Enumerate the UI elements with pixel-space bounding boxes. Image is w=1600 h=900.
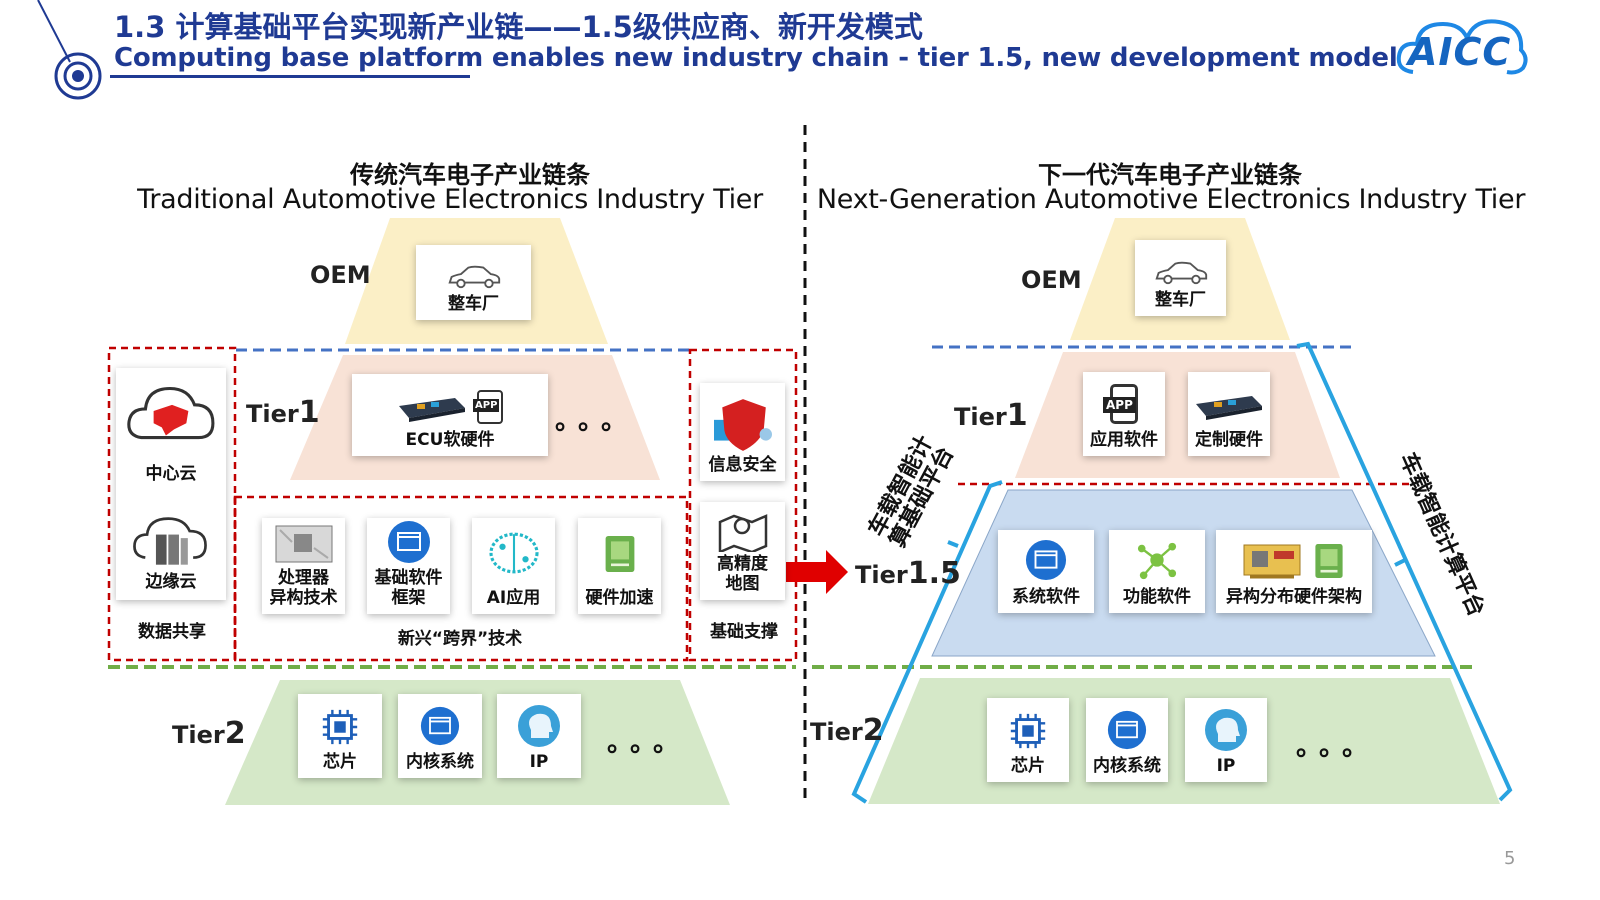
hd-map-label: 高精度 地图 [717, 554, 768, 594]
cross-item-hw-accel: 硬件加速 [578, 518, 661, 614]
edge-cloud-label: 边缘云 [145, 572, 197, 592]
hd-map-card: 高精度 地图 [700, 502, 785, 600]
left-tier2-chip: 芯片 [298, 694, 382, 778]
right-tier1-label: Tier1 [954, 398, 1028, 433]
left-tier2-kernel: 内核系统 [398, 694, 482, 778]
left-oem-label: OEM [310, 261, 371, 289]
ecu-card: APP ECU软硬件 [352, 374, 548, 456]
page-title-en: Computing base platform enables new indu… [114, 43, 1398, 73]
cross-item-hw-accel-label: 硬件加速 [585, 588, 654, 608]
cross-item-processor-label: 处理器 异构技术 [269, 568, 338, 608]
left-title-en: Traditional Automotive Electronics Indus… [137, 184, 763, 215]
kernel-window-icon [420, 706, 460, 746]
ecu-board-icon [399, 398, 465, 422]
function-software-label: 功能软件 [1123, 587, 1191, 607]
title-underline [110, 75, 470, 78]
right-title-cn: 下一代汽车电子产业链条 [1038, 161, 1302, 189]
cross-tech-caption: 新兴“跨界”技术 [397, 629, 523, 649]
system-software-card: 系统软件 [998, 530, 1094, 613]
edge-cloud-icon [133, 517, 207, 565]
right-custom-hw-label: 定制硬件 [1195, 430, 1263, 450]
left-tier1-dots: 。。。 [555, 406, 638, 436]
left-tier2-kernel-label: 内核系统 [406, 752, 474, 772]
cross-item-ai-label: AI应用 [486, 588, 541, 608]
hw-card-icon [1315, 544, 1343, 578]
right-tier2-trapezoid [868, 678, 1500, 804]
function-software-card: 功能软件 [1109, 530, 1205, 613]
aicc-logo-text: AICC [1408, 30, 1512, 74]
aicc-logo-cloud-icon [1396, 19, 1528, 75]
left-oem-card: 整车厂 [416, 245, 531, 320]
kernel-window-icon [1107, 710, 1147, 750]
right-tier2-ip-label: IP [1216, 756, 1236, 776]
hetero-hw-label: 异构分布硬件架构 [1226, 587, 1362, 607]
cross-tech-box [233, 495, 689, 662]
software-window-icon [387, 521, 430, 563]
right-tier2-chip: 芯片 [987, 698, 1069, 782]
left-bracket [851, 480, 1003, 804]
right-oem-card-label: 整车厂 [1155, 290, 1206, 310]
right-tier2-dots: 。。。 [1296, 732, 1379, 762]
cross-item-base-software-label: 基础软件 框架 [374, 568, 443, 608]
right-tier15-label: Tier1.5 [855, 556, 961, 591]
right-app-software-label: 应用软件 [1090, 430, 1158, 450]
cross-item-ai: AI应用 [472, 518, 555, 614]
ecu-card-label: ECU软硬件 [405, 430, 495, 450]
ip-head-icon [1205, 709, 1247, 751]
base-support-label: 基础支撑 [710, 622, 778, 642]
app-phone-icon: APP [473, 390, 503, 424]
data-share-label: 数据共享 [138, 622, 206, 642]
car-icon [447, 265, 500, 289]
right-app-software-card: APP 应用软件 [1083, 372, 1165, 456]
left-oem-card-label: 整车厂 [448, 294, 499, 314]
left-tier2-ip: IP [497, 694, 581, 778]
left-tier1-label: Tier1 [246, 395, 320, 430]
page-number: 5 [1504, 848, 1516, 869]
cloud-card: 中心云 边缘云 [116, 368, 226, 600]
hetero-hw-card: 异构分布硬件架构 [1216, 530, 1372, 613]
map-icon [718, 514, 767, 552]
ai-brain-icon [488, 532, 539, 574]
car-icon [1154, 261, 1207, 285]
transition-arrow [786, 550, 848, 594]
right-tier2-label: Tier2 [810, 713, 884, 748]
right-tier2-ip: IP [1185, 698, 1267, 782]
right-tier2-chip-label: 芯片 [1011, 756, 1045, 776]
right-oem-label: OEM [1021, 266, 1082, 294]
processor-board-icon [275, 525, 332, 563]
left-tier2-chip-label: 芯片 [323, 752, 357, 772]
info-security-label: 信息安全 [708, 455, 777, 475]
right-tier2-kernel: 内核系统 [1086, 698, 1168, 782]
security-shield-icon [713, 399, 772, 451]
central-cloud-label: 中心云 [145, 464, 197, 484]
info-security-card: 信息安全 [700, 383, 785, 481]
chip-icon [1010, 713, 1046, 749]
left-title-cn: 传统汽车电子产业链条 [350, 161, 590, 189]
base-support-box [688, 348, 798, 662]
right-custom-hw-card: 定制硬件 [1188, 372, 1270, 456]
left-tier2-dots: 。。。 [607, 728, 690, 758]
ip-head-icon [518, 705, 560, 747]
cross-item-processor: 处理器 异构技术 [262, 518, 345, 614]
app-phone-icon: APP [1103, 384, 1138, 424]
right-oem-card: 整车厂 [1135, 240, 1226, 316]
left-tier2-ip-label: IP [529, 752, 549, 772]
right-title-en: Next-Generation Automotive Electronics I… [816, 184, 1526, 215]
left-tier2-label: Tier2 [172, 716, 246, 751]
chip-icon [322, 709, 358, 745]
central-cloud-icon [127, 386, 215, 440]
right-bracket [1296, 341, 1513, 802]
header-target-icon [37, 0, 102, 100]
page-title-cn: 1.3 计算基础平台实现新产业链——1.5级供应商、新开发模式 [114, 10, 923, 44]
hw-card-icon [605, 536, 634, 572]
right-tier1-trapezoid [1015, 352, 1340, 478]
network-nodes-icon [1137, 542, 1177, 580]
ecu-board-icon [1196, 396, 1262, 420]
system-software-label: 系统软件 [1012, 587, 1080, 607]
cross-item-base-software: 基础软件 框架 [367, 518, 450, 614]
gpu-board-icon [1243, 544, 1301, 579]
system-window-icon [1025, 539, 1067, 581]
right-tier2-kernel-label: 内核系统 [1093, 756, 1161, 776]
